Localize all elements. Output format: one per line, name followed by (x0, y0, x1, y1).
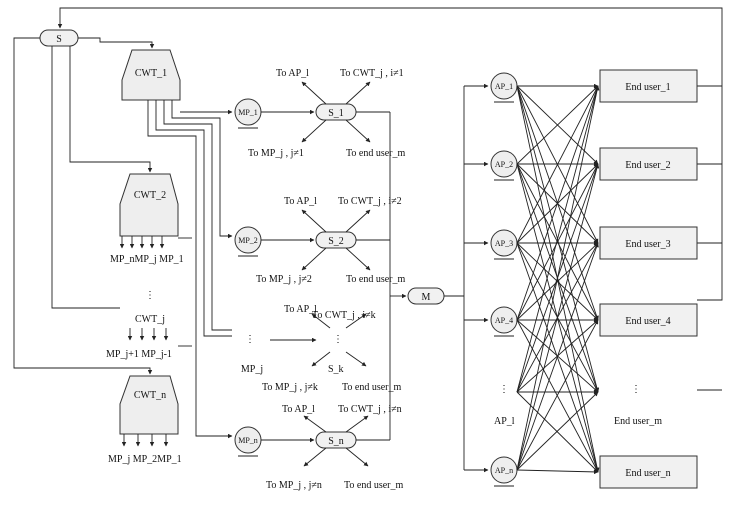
mesh-link (516, 242, 599, 471)
end-user-2: End user_2 (599, 147, 698, 181)
switch-s1: S_1 To AP_l To CWT_j , i≠1 To MP_j , j≠1… (248, 68, 406, 159)
ap-1: AP_1 (490, 72, 518, 103)
mp-2: MP_2 (234, 226, 262, 257)
switch-s2: S_2 To AP_l To CWT_j , i≠2 To MP_j , j≠2… (256, 196, 406, 285)
svg-text:⋮: ⋮ (499, 384, 509, 395)
sk-to-mp: To MP_j , j≠k (262, 382, 318, 393)
ap-3: AP_3 (490, 229, 518, 260)
cwt-n: CWT_n MP_j MP_2MP_1 (108, 375, 182, 465)
ap-2: AP_2 (490, 150, 518, 181)
sk-to-end: To end user_m (342, 382, 402, 393)
mp-j-label: MP_j (241, 364, 263, 375)
switch-s1-label: S_1 (328, 108, 344, 119)
ap-enduser-mesh (516, 83, 600, 475)
mp-1: MP_1 (234, 98, 262, 129)
mp-1-label: MP_1 (238, 108, 258, 117)
ap-n-label: AP_n (495, 466, 513, 475)
ap-3-label: AP_3 (495, 239, 513, 248)
s2-to-mp: To MP_j , j≠2 (256, 274, 312, 285)
ap-1-label: AP_1 (495, 82, 513, 91)
cwt-1: CWT_1 (121, 49, 181, 101)
ap-l: ⋮ AP_l (494, 384, 515, 427)
mesh-link (516, 163, 600, 471)
mp-2-label: MP_2 (238, 236, 258, 245)
source-node: S (39, 29, 79, 47)
svg-text:⋮: ⋮ (631, 384, 641, 395)
cwt-n-label: CWT_n (134, 390, 166, 401)
end-user-4-label: End user_4 (625, 316, 670, 327)
mesh-link (516, 319, 599, 473)
sn-to-end: To end user_m (344, 480, 404, 491)
source-distribution (13, 37, 155, 375)
sk-to-cwt: To CWT_j , i≠k (312, 310, 376, 321)
cwt-1-bus (147, 100, 233, 439)
ap-2-label: AP_2 (495, 160, 513, 169)
mesh-link (516, 391, 599, 471)
s1-to-end: To end user_m (346, 148, 406, 159)
feedback-loop (57, 7, 723, 391)
cwt-2: CWT_2 MP_nMP_j MP_1 (110, 173, 192, 265)
cwt-j: ⋮ CWT_j MP_j+1 MP_j-1 (106, 290, 192, 360)
s1-to-cwt: To CWT_j , i≠1 (340, 68, 404, 79)
mesh-link (516, 85, 600, 393)
mesh-link (516, 242, 599, 321)
sn-to-mp: To MP_j , j≠n (266, 480, 322, 491)
mesh-link (516, 319, 599, 471)
s1-to-ap: To AP_l (276, 68, 309, 79)
end-user-3-label: End user_3 (625, 239, 670, 250)
cwt-j-outputs: MP_j+1 MP_j-1 (106, 349, 172, 360)
switch-sn: S_n To AP_l To CWT_j , i≠n To MP_j , j≠n… (266, 404, 404, 491)
mesh-link (516, 85, 599, 321)
end-user-3: End user_3 (599, 226, 698, 260)
mesh-link (516, 85, 599, 244)
ap-4: AP_4 (490, 306, 518, 337)
switch-sk: ⋮ S_k To AP_l To CWT_j , i≠k To MP_j , j… (262, 304, 402, 393)
switch-sn-label: S_n (328, 436, 344, 447)
mesh-link (516, 163, 599, 321)
ap-n: AP_n (490, 456, 518, 487)
mesh-link (516, 85, 600, 471)
svg-text:⋮: ⋮ (245, 334, 255, 345)
end-user-2-label: End user_2 (625, 160, 670, 171)
cwt-2-outputs: MP_nMP_j MP_1 (110, 254, 184, 265)
end-user-1-label: End user_1 (625, 82, 670, 93)
ap-4-label: AP_4 (495, 316, 513, 325)
end-user-1: End user_1 (599, 69, 698, 103)
sn-to-ap: To AP_l (282, 404, 315, 415)
source-label: S (56, 34, 62, 45)
collector-bus (356, 111, 407, 441)
end-user-n: End user_n (599, 455, 698, 489)
s2-to-end: To end user_m (346, 274, 406, 285)
svg-text:⋮: ⋮ (145, 290, 155, 301)
cwt-j-label: CWT_j (135, 314, 165, 325)
sk-to-ap: To AP_l (284, 304, 317, 315)
ap-bus (444, 83, 489, 473)
cwt-n-outputs: MP_j MP_2MP_1 (108, 454, 182, 465)
end-user-m: ⋮ End user_m (614, 384, 662, 427)
mesh-link (516, 469, 599, 475)
mp-n: MP_n (234, 426, 262, 457)
switch-s2-label: S_2 (328, 236, 344, 247)
end-user-m-label: End user_m (614, 416, 662, 427)
merge-node: M (407, 287, 445, 305)
s2-to-ap: To AP_l (284, 196, 317, 207)
mesh-link (516, 85, 599, 165)
mp-n-label: MP_n (238, 436, 258, 445)
cwt-1-label: CWT_1 (135, 68, 167, 79)
s2-to-cwt: To CWT_j , i≠2 (338, 196, 402, 207)
switch-sk-label: S_k (328, 364, 344, 375)
cwt-2-label: CWT_2 (134, 190, 166, 201)
end-user-n-label: End user_n (625, 468, 670, 479)
merge-label: M (422, 292, 431, 303)
ap-l-label: AP_l (494, 416, 515, 427)
sn-to-cwt: To CWT_j , i≠n (338, 404, 402, 415)
end-user-4: End user_4 (599, 303, 698, 337)
mp-j: ⋮ MP_j (241, 334, 263, 375)
s1-to-mp: To MP_j , j≠1 (248, 148, 304, 159)
svg-text:⋮: ⋮ (333, 334, 343, 345)
